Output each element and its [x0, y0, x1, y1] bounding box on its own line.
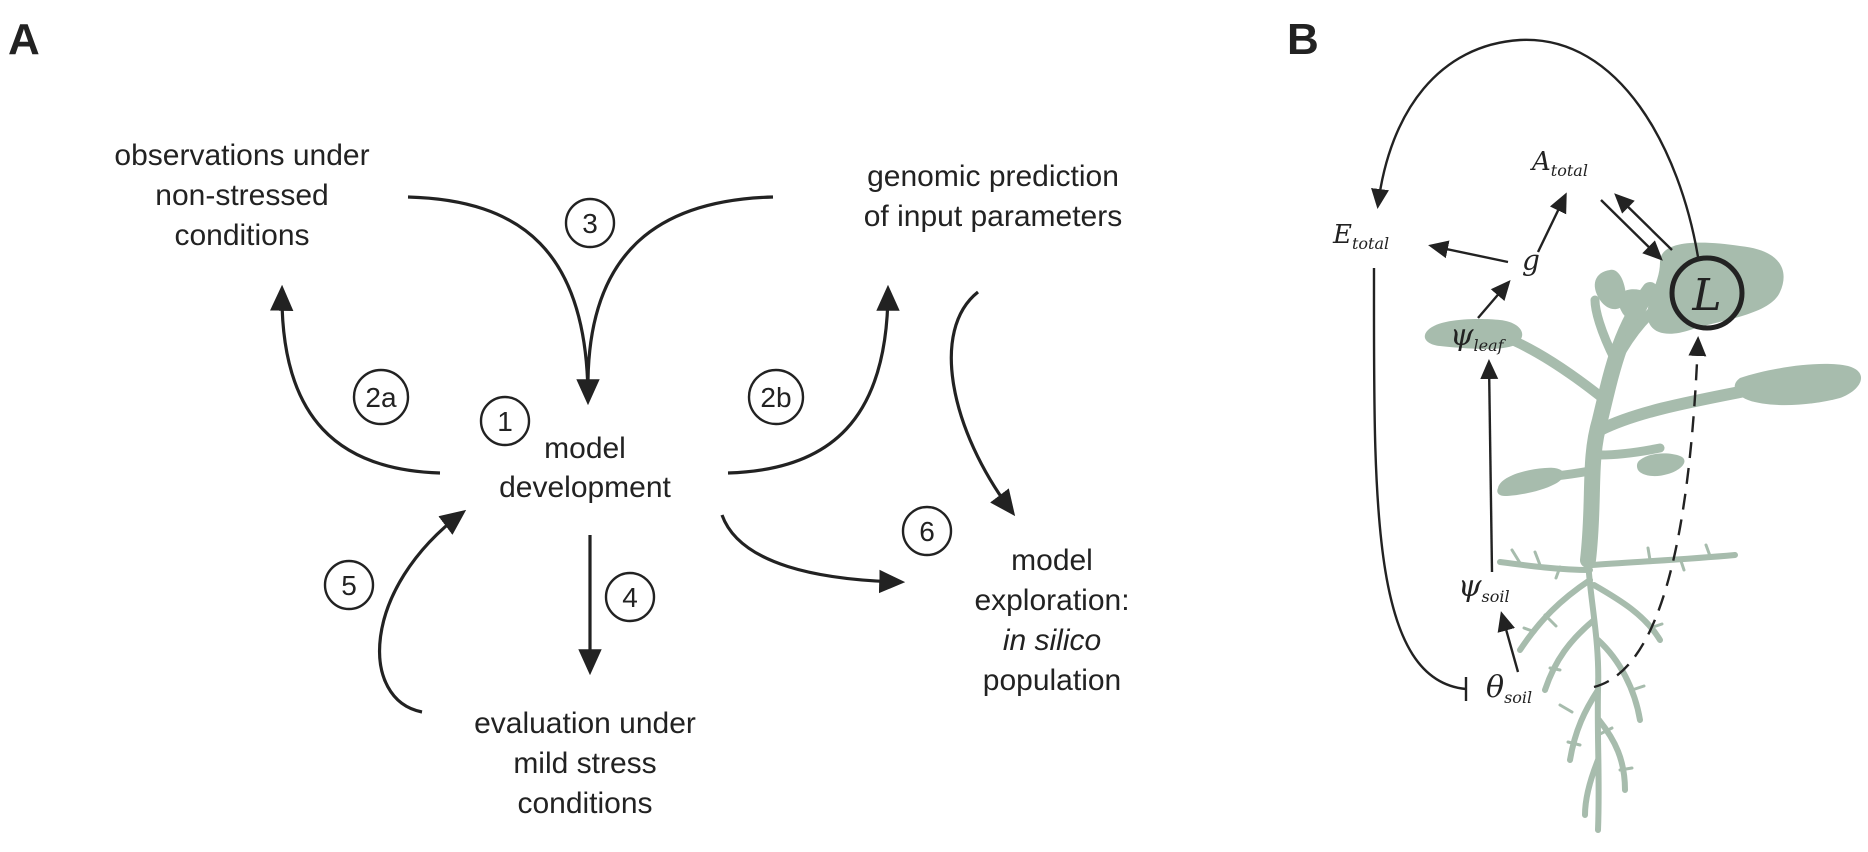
evaluation-line-3: conditions: [517, 787, 652, 820]
arrow-step-2a: [269, 284, 441, 475]
arrow-A-total-to-L: [1600, 199, 1663, 261]
step-5-label: 5: [341, 570, 357, 601]
leaf-right: [1734, 363, 1862, 406]
arrow-theta-to-L-dashed: [1593, 336, 1707, 689]
step-4-label: 4: [622, 582, 638, 613]
psi-leaf-base: ψ: [1450, 318, 1474, 353]
leaf-left: [1424, 319, 1523, 349]
evaluation-line-1: evaluation under: [474, 707, 696, 740]
arrow-g-to-A-total: [1536, 192, 1567, 253]
step-2b-badge: 2b: [747, 368, 805, 426]
evaluation-node: evaluation under mild stress conditions: [474, 707, 696, 820]
arrow-step-6b: [949, 290, 1016, 517]
inhibit-E-total-to-theta: [1372, 267, 1467, 691]
E-total-label: Etotal: [1332, 220, 1389, 253]
psi-leaf-label: ψleaf: [1450, 318, 1507, 355]
theta-soil-sub: soil: [1504, 688, 1532, 707]
observations-line-1: observations under: [114, 139, 369, 172]
model-development-line-1: model: [544, 432, 626, 465]
step-2a-badge: 2a: [352, 368, 410, 426]
evaluation-line-2: mild stress: [513, 747, 656, 780]
svg-text:ψleaf: ψleaf: [1450, 318, 1507, 355]
model-development-node: model development: [499, 432, 671, 504]
leaf-area-circle: [1669, 255, 1745, 331]
step-4-badge: 4: [604, 571, 656, 623]
exploration-line-2: exploration:: [974, 584, 1129, 617]
leaf-mid-left: [1497, 467, 1564, 496]
theta-soil-label: θsoil: [1486, 670, 1532, 707]
E-total-sub: total: [1352, 234, 1389, 253]
arrow-step-3-left: [407, 195, 600, 406]
L-label: L: [1691, 270, 1721, 321]
psi-leaf-sub: leaf: [1474, 336, 1507, 355]
genomic-line-1: genomic prediction: [867, 160, 1119, 193]
arrow-theta-to-psi-soil: [1497, 611, 1520, 673]
A-total-sub: total: [1551, 161, 1588, 180]
plant-illustration: [1424, 242, 1862, 833]
genomic-prediction-node: genomic prediction of input parameters: [864, 160, 1122, 233]
arrow-psi-soil-to-psi-leaf: [1480, 359, 1499, 573]
step-6-label: 6: [919, 516, 935, 547]
psi-soil-base: ψ: [1458, 569, 1482, 604]
step-2a-label: 2a: [365, 382, 397, 413]
leaf-upper-right: [1647, 242, 1784, 334]
step-5-badge: 5: [323, 559, 375, 611]
observations-node: observations under non-stressed conditio…: [114, 139, 369, 252]
panel-a-label: A: [8, 15, 40, 64]
arrow-step-6a: [720, 514, 906, 594]
A-total-label: Atotal: [1530, 147, 1588, 180]
arrow-L-to-E-total: [1371, 38, 1700, 258]
theta-soil-base: θ: [1486, 670, 1504, 705]
g-label: g: [1522, 244, 1540, 277]
exploration-line-1: model: [1011, 544, 1093, 577]
arrow-step-3-right: [586, 195, 774, 381]
svg-text:Etotal: Etotal: [1332, 220, 1389, 253]
psi-soil-label: ψsoil: [1458, 569, 1510, 606]
arrow-step-2b: [727, 284, 900, 475]
arrow-psi-leaf-to-g: [1477, 279, 1511, 319]
psi-soil-sub: soil: [1482, 587, 1510, 606]
arrow-step-5: [377, 509, 467, 714]
step-6-badge: 6: [901, 505, 953, 557]
exploration-line-3: in silico: [1003, 624, 1101, 657]
E-total-base: E: [1332, 220, 1352, 250]
model-development-line-2: development: [499, 471, 671, 504]
observations-line-3: conditions: [174, 219, 309, 252]
arrow-g-to-E-total: [1428, 240, 1509, 264]
panel-b-label: B: [1287, 15, 1319, 64]
exploration-line-4: population: [983, 664, 1121, 697]
step-1-badge: 1: [479, 395, 531, 447]
arrow-L-to-A-total: [1614, 193, 1673, 251]
model-exploration-node: model exploration: in silico population: [974, 544, 1129, 697]
roots: [1497, 552, 1738, 833]
genomic-line-2: of input parameters: [864, 200, 1122, 233]
svg-text:θsoil: θsoil: [1486, 670, 1532, 707]
svg-text:ψsoil: ψsoil: [1458, 569, 1510, 606]
step-3-label: 3: [582, 208, 598, 239]
observations-line-2: non-stressed: [155, 179, 328, 212]
leaf-mid-right: [1636, 453, 1685, 477]
svg-text:Atotal: Atotal: [1530, 147, 1588, 180]
step-1-label: 1: [497, 406, 513, 437]
step-2b-label: 2b: [760, 382, 791, 413]
A-total-base: A: [1530, 147, 1551, 177]
step-3-badge: 3: [564, 197, 616, 249]
